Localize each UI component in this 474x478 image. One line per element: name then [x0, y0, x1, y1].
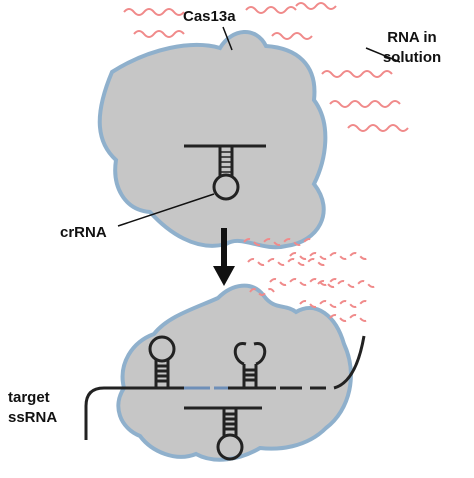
rna-in-solution-label-line2: solution [383, 49, 441, 66]
crrna-label: crRNA [60, 224, 107, 241]
rna-in-solution-label-line1: RNA in [387, 29, 436, 46]
crrna-leader-line [117, 193, 215, 227]
crrna-bottom [184, 406, 262, 461]
target-hairpin-left [148, 335, 176, 388]
target-ssrna-label-line2: ssRNA [8, 409, 57, 426]
crrna-stem-rungs [220, 151, 232, 173]
cas13a-label: Cas13a [183, 8, 236, 25]
cas13a-protein-top [97, 30, 328, 250]
down-arrow-icon [213, 228, 235, 286]
target-ssrna-label-line1: target [8, 389, 50, 406]
target-hairpin-right [233, 342, 267, 388]
rna-in-solution-top [123, 2, 409, 132]
cas13a-leader-line [222, 26, 233, 51]
crrna-top [184, 144, 266, 201]
rna-in-solution-bottom [243, 238, 379, 322]
rna-in-solution-leader-line [365, 47, 401, 63]
cas13a-protein-bottom [116, 283, 353, 462]
